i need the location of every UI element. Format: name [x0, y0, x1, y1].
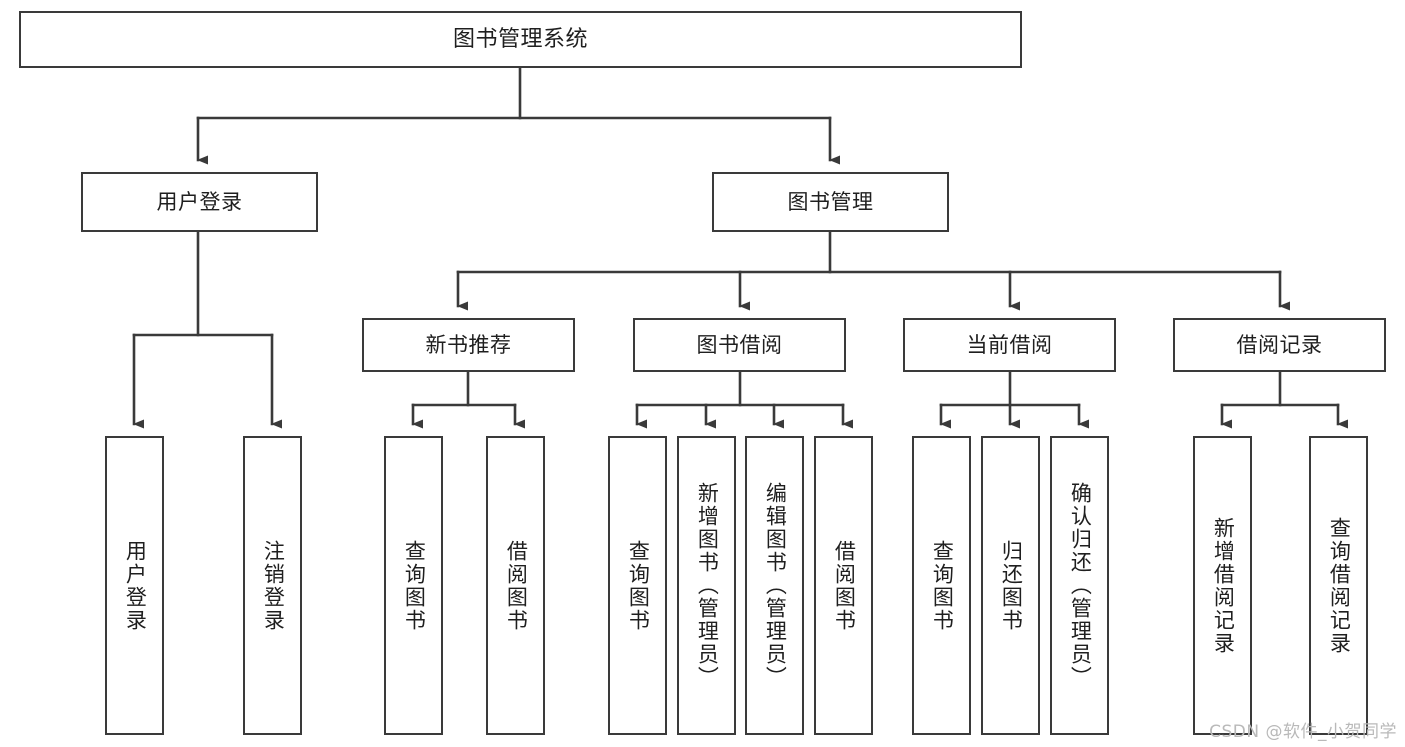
node-leaf-add-borrow-record[interactable]: 新增借阅记录	[1193, 436, 1252, 735]
node-label: 归还图书	[999, 539, 1024, 632]
node-leaf-query-book-2[interactable]: 查询图书	[608, 436, 667, 735]
node-label: 查询图书	[930, 539, 955, 632]
node-user-login[interactable]: 用户登录	[81, 172, 318, 232]
node-borrow-record[interactable]: 借阅记录	[1173, 318, 1386, 372]
node-label: 图书管理系统	[452, 26, 588, 52]
node-book-manage[interactable]: 图书管理	[712, 172, 949, 232]
node-current-borrow[interactable]: 当前借阅	[903, 318, 1116, 372]
node-label: 新书推荐	[425, 332, 512, 357]
node-label: 注销登录	[261, 539, 286, 632]
node-book-borrow[interactable]: 图书借阅	[633, 318, 846, 372]
node-leaf-user-login[interactable]: 用户登录	[105, 436, 164, 735]
node-leaf-borrow-book-1[interactable]: 借阅图书	[486, 436, 545, 735]
node-leaf-logout-login[interactable]: 注销登录	[243, 436, 302, 735]
node-leaf-confirm-return-admin[interactable]: 确认归还（管理员）	[1050, 436, 1109, 735]
node-label: 借阅记录	[1236, 332, 1323, 357]
node-leaf-edit-book-admin[interactable]: 编辑图书（管理员）	[745, 436, 804, 735]
node-label: 查询借阅记录	[1327, 516, 1352, 655]
node-root-system[interactable]: 图书管理系统	[19, 11, 1022, 68]
node-label: 新增图书（管理员）	[695, 482, 720, 689]
csdn-watermark: CSDN @软件_小贺同学	[1209, 722, 1397, 742]
node-label: 查询图书	[626, 539, 651, 632]
node-leaf-borrow-book-2[interactable]: 借阅图书	[814, 436, 873, 735]
node-leaf-query-borrow-record[interactable]: 查询借阅记录	[1309, 436, 1368, 735]
node-label: 图书管理	[787, 189, 874, 214]
node-new-book-recommend[interactable]: 新书推荐	[362, 318, 575, 372]
node-leaf-add-book-admin[interactable]: 新增图书（管理员）	[677, 436, 736, 735]
node-leaf-query-book-1[interactable]: 查询图书	[384, 436, 443, 735]
node-label: 编辑图书（管理员）	[763, 482, 788, 689]
node-label: 新增借阅记录	[1211, 516, 1236, 655]
node-label: 用户登录	[123, 539, 148, 632]
node-label: 确认归还（管理员）	[1068, 482, 1093, 689]
node-label: 用户登录	[156, 189, 243, 214]
node-leaf-return-book[interactable]: 归还图书	[981, 436, 1040, 735]
node-leaf-query-book-3[interactable]: 查询图书	[912, 436, 971, 735]
node-label: 图书借阅	[696, 332, 783, 357]
node-label: 借阅图书	[832, 539, 857, 632]
node-label: 借阅图书	[504, 539, 529, 632]
node-label: 当前借阅	[966, 332, 1053, 357]
node-label: 查询图书	[402, 539, 427, 632]
